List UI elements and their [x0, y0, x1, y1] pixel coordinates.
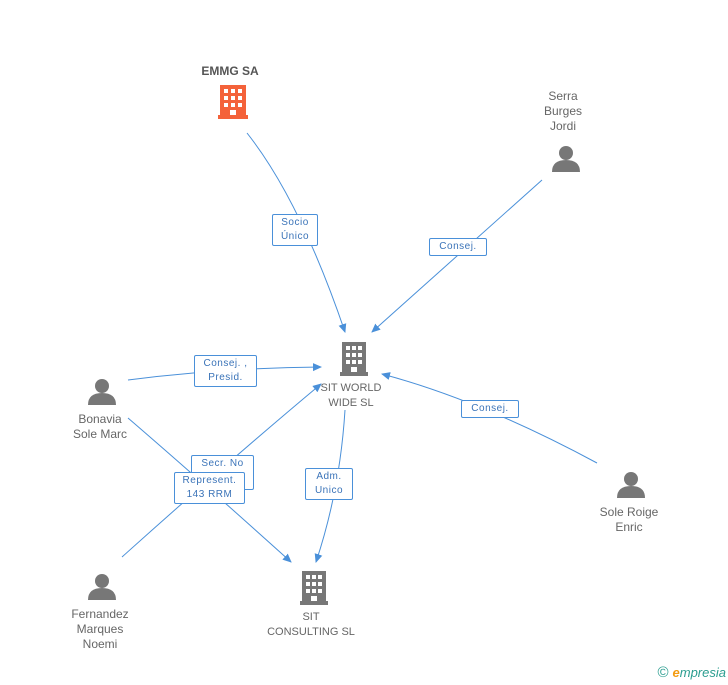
node-name-line: Sole Roige [599, 505, 659, 519]
node-name-line: Enric [615, 520, 643, 534]
node-label-sole-roige[interactable]: Sole Roige Enric [586, 505, 672, 535]
edge-label-line: Presid. [208, 372, 243, 383]
edge-label-consej-serra[interactable]: Consej. [429, 238, 487, 256]
edge-label-line: Único [280, 231, 310, 242]
node-name[interactable]: EMMG SA [201, 64, 259, 78]
node-label-serra[interactable]: Serra Burges Jordi [525, 89, 601, 134]
node-name-line: SIT WORLD [320, 382, 382, 394]
node-name-line: Jordi [549, 119, 576, 133]
edge-sole-sit [381, 372, 598, 464]
edge-label-line: Socio [281, 217, 309, 228]
edge-label-consej-presid[interactable]: Consej. , Presid. [194, 355, 257, 387]
node-label-emmg[interactable]: EMMG SA [190, 64, 270, 79]
edge-label-line: Consej. [471, 403, 509, 414]
person-icon [617, 472, 645, 498]
node-name-line: Serra [548, 89, 578, 103]
node-name-line: Bonavia [78, 412, 122, 426]
company-main-icon [218, 85, 248, 119]
node-name-line: SIT [302, 611, 320, 623]
person-icon [88, 574, 116, 600]
edge-label-line: Adm. [316, 471, 342, 482]
edge-serra-sit [371, 179, 543, 333]
brand-name: mpresia [679, 665, 726, 680]
edge-label-line: Represent. [182, 475, 237, 486]
edge-label-line: Consej. [439, 241, 477, 252]
node-name-line: Noemi [82, 637, 118, 651]
edge-label-represent[interactable]: Represent. 143 RRM [174, 472, 245, 504]
node-label-bonavia[interactable]: Bonavia Sole Marc [58, 412, 142, 442]
node-label-fernandez[interactable]: Fernandez Marques Noemi [58, 607, 142, 652]
node-name-line: CONSULTING SL [267, 626, 355, 638]
node-name-line: Marques [76, 622, 124, 636]
node-name-line: WIDE SL [328, 397, 374, 409]
edge-label-line: 143 RRM [186, 489, 233, 500]
company-icon [300, 571, 328, 605]
node-label-sit-consulting[interactable]: SIT CONSULTING SL [256, 610, 366, 640]
brand-logo-letter: e [672, 665, 680, 680]
edge-label-line: Consej. , [203, 358, 248, 369]
copyright-icon: © [657, 664, 669, 681]
edge-label-consej-sole[interactable]: Consej. [461, 400, 519, 418]
company-icon [340, 342, 368, 376]
edge-label-adm-unico[interactable]: Adm. Unico [305, 468, 353, 500]
person-icon [88, 379, 116, 405]
person-icon [552, 146, 580, 172]
node-name-line: Sole Marc [72, 427, 128, 441]
edge-label-line: Secr. No [201, 458, 244, 469]
edge-label-line: Unico [314, 485, 344, 496]
node-name-line: Burges [543, 104, 583, 118]
node-name-line: Fernandez [71, 607, 129, 621]
edge-label-socio-unico[interactable]: Socio Único [272, 214, 318, 246]
node-label-sit-world[interactable]: SIT WORLD WIDE SL [306, 381, 396, 411]
brand-watermark: ©empresia [657, 664, 726, 681]
